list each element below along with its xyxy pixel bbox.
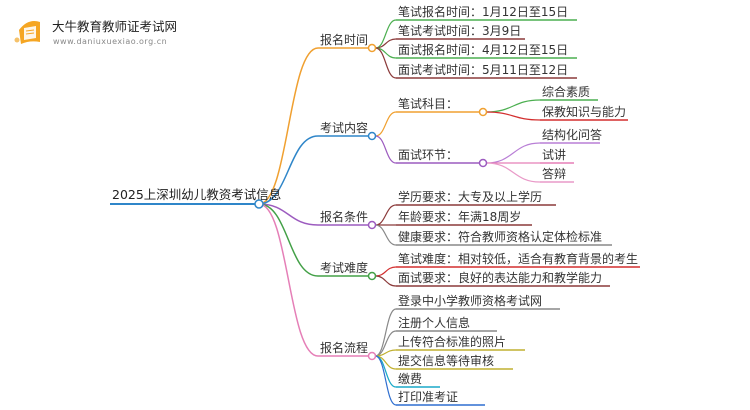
leaf-to-subleaf-edge bbox=[486, 111, 541, 121]
branch-4: 考试难度 bbox=[320, 260, 368, 275]
leaf-1-1: 笔试报名时间：1月12日至15日 bbox=[398, 4, 568, 19]
branch-to-leaf-edge bbox=[375, 355, 397, 406]
leaf-5-4: 提交信息等待审核 bbox=[398, 353, 494, 368]
leaf-5-5: 缴费 bbox=[398, 371, 422, 386]
leaf-2-2: 面试环节： bbox=[398, 147, 458, 162]
leaf-5-6: 打印准考证 bbox=[398, 390, 458, 404]
nodes: 报名时间 笔试报名时间：1月12日至15日笔试考试时间：3月9日面试报名时间：4月… bbox=[318, 4, 640, 406]
leaf-3-3: 健康要求：符合教师资格认定体检标准 bbox=[398, 229, 602, 244]
root-to-branch-edge bbox=[258, 135, 319, 205]
root-to-branch-edge bbox=[258, 203, 319, 357]
leaf-4-1: 笔试难度：相对较低，适合有教育背景的考生 bbox=[398, 251, 638, 266]
branch-to-leaf-edge bbox=[375, 266, 397, 277]
leaf-3-1: 学历要求：大专及以上学历 bbox=[398, 189, 542, 204]
branch-2: 考试内容 bbox=[320, 120, 368, 135]
branch-1: 报名时间 bbox=[320, 32, 368, 47]
edges bbox=[258, 19, 541, 406]
branch-3: 报名条件 bbox=[320, 209, 368, 224]
branch-to-leaf-edge bbox=[375, 204, 397, 226]
leaf-3-2: 年龄要求：年满18周岁 bbox=[398, 209, 521, 224]
branch-1-expand-circle[interactable] bbox=[367, 43, 377, 53]
leaf-1-4: 面试考试时间：5月11日至12日 bbox=[398, 62, 568, 77]
branch-5-expand-circle[interactable] bbox=[367, 351, 377, 361]
book-logo-icon bbox=[14, 21, 40, 44]
branch-to-leaf-edge bbox=[375, 224, 397, 246]
leaf-2-1: 笔试科目： bbox=[398, 96, 458, 111]
root-expand-circle[interactable] bbox=[254, 199, 264, 209]
subleaf-2-1-1: 综合素质 bbox=[542, 84, 590, 99]
branch-to-leaf-edge bbox=[375, 308, 397, 357]
leaf-2-2-expand-circle[interactable] bbox=[478, 158, 488, 168]
subleaf-2-2-2: 试讲 bbox=[542, 147, 566, 162]
branch-2-expand-circle[interactable] bbox=[367, 131, 377, 141]
root-node: 2025上深圳幼儿教资考试信息 bbox=[110, 187, 281, 209]
leaf-to-subleaf-edge bbox=[486, 99, 541, 113]
root-to-branch-edge bbox=[258, 203, 319, 277]
branch-to-leaf-edge bbox=[375, 47, 397, 79]
root-label: 2025上深圳幼儿教资考试信息 bbox=[112, 187, 281, 202]
leaf-1-3: 面试报名时间：4月12日至15日 bbox=[398, 42, 568, 57]
root-to-branch-edge bbox=[258, 203, 319, 226]
leaf-to-subleaf-edge bbox=[486, 142, 541, 164]
branch-3-expand-circle[interactable] bbox=[367, 220, 377, 230]
leaf-1-2: 笔试考试时间：3月9日 bbox=[398, 23, 521, 38]
leaf-to-subleaf-edge bbox=[486, 162, 541, 183]
logo-title: 大牛教育教师证考试网 bbox=[52, 19, 177, 34]
logo-url: www.daniuxuexiao.org.cn bbox=[53, 37, 167, 46]
branch-to-leaf-edge bbox=[375, 275, 397, 287]
branch-to-leaf-edge bbox=[375, 111, 397, 137]
leaf-5-3: 上传符合标准的照片 bbox=[398, 334, 506, 349]
branch-4-expand-circle[interactable] bbox=[367, 271, 377, 281]
branch-5: 报名流程 bbox=[320, 340, 368, 355]
leaf-2-1-expand-circle[interactable] bbox=[478, 107, 488, 117]
leaf-5-2: 注册个人信息 bbox=[398, 315, 470, 330]
subleaf-2-2-3: 答辩 bbox=[542, 166, 566, 181]
root-to-branch-edge bbox=[258, 47, 319, 205]
branch-to-leaf-edge bbox=[375, 135, 397, 164]
subleaf-2-2-1: 结构化问答 bbox=[542, 127, 602, 142]
leaf-4-2: 面试要求：良好的表达能力和教学能力 bbox=[398, 270, 602, 285]
leaf-5-1: 登录中小学教师资格考试网 bbox=[398, 293, 542, 308]
logo: 大牛教育教师证考试网 www.daniuxuexiao.org.cn bbox=[14, 19, 177, 46]
subleaf-2-1-2: 保教知识与能力 bbox=[542, 104, 626, 119]
